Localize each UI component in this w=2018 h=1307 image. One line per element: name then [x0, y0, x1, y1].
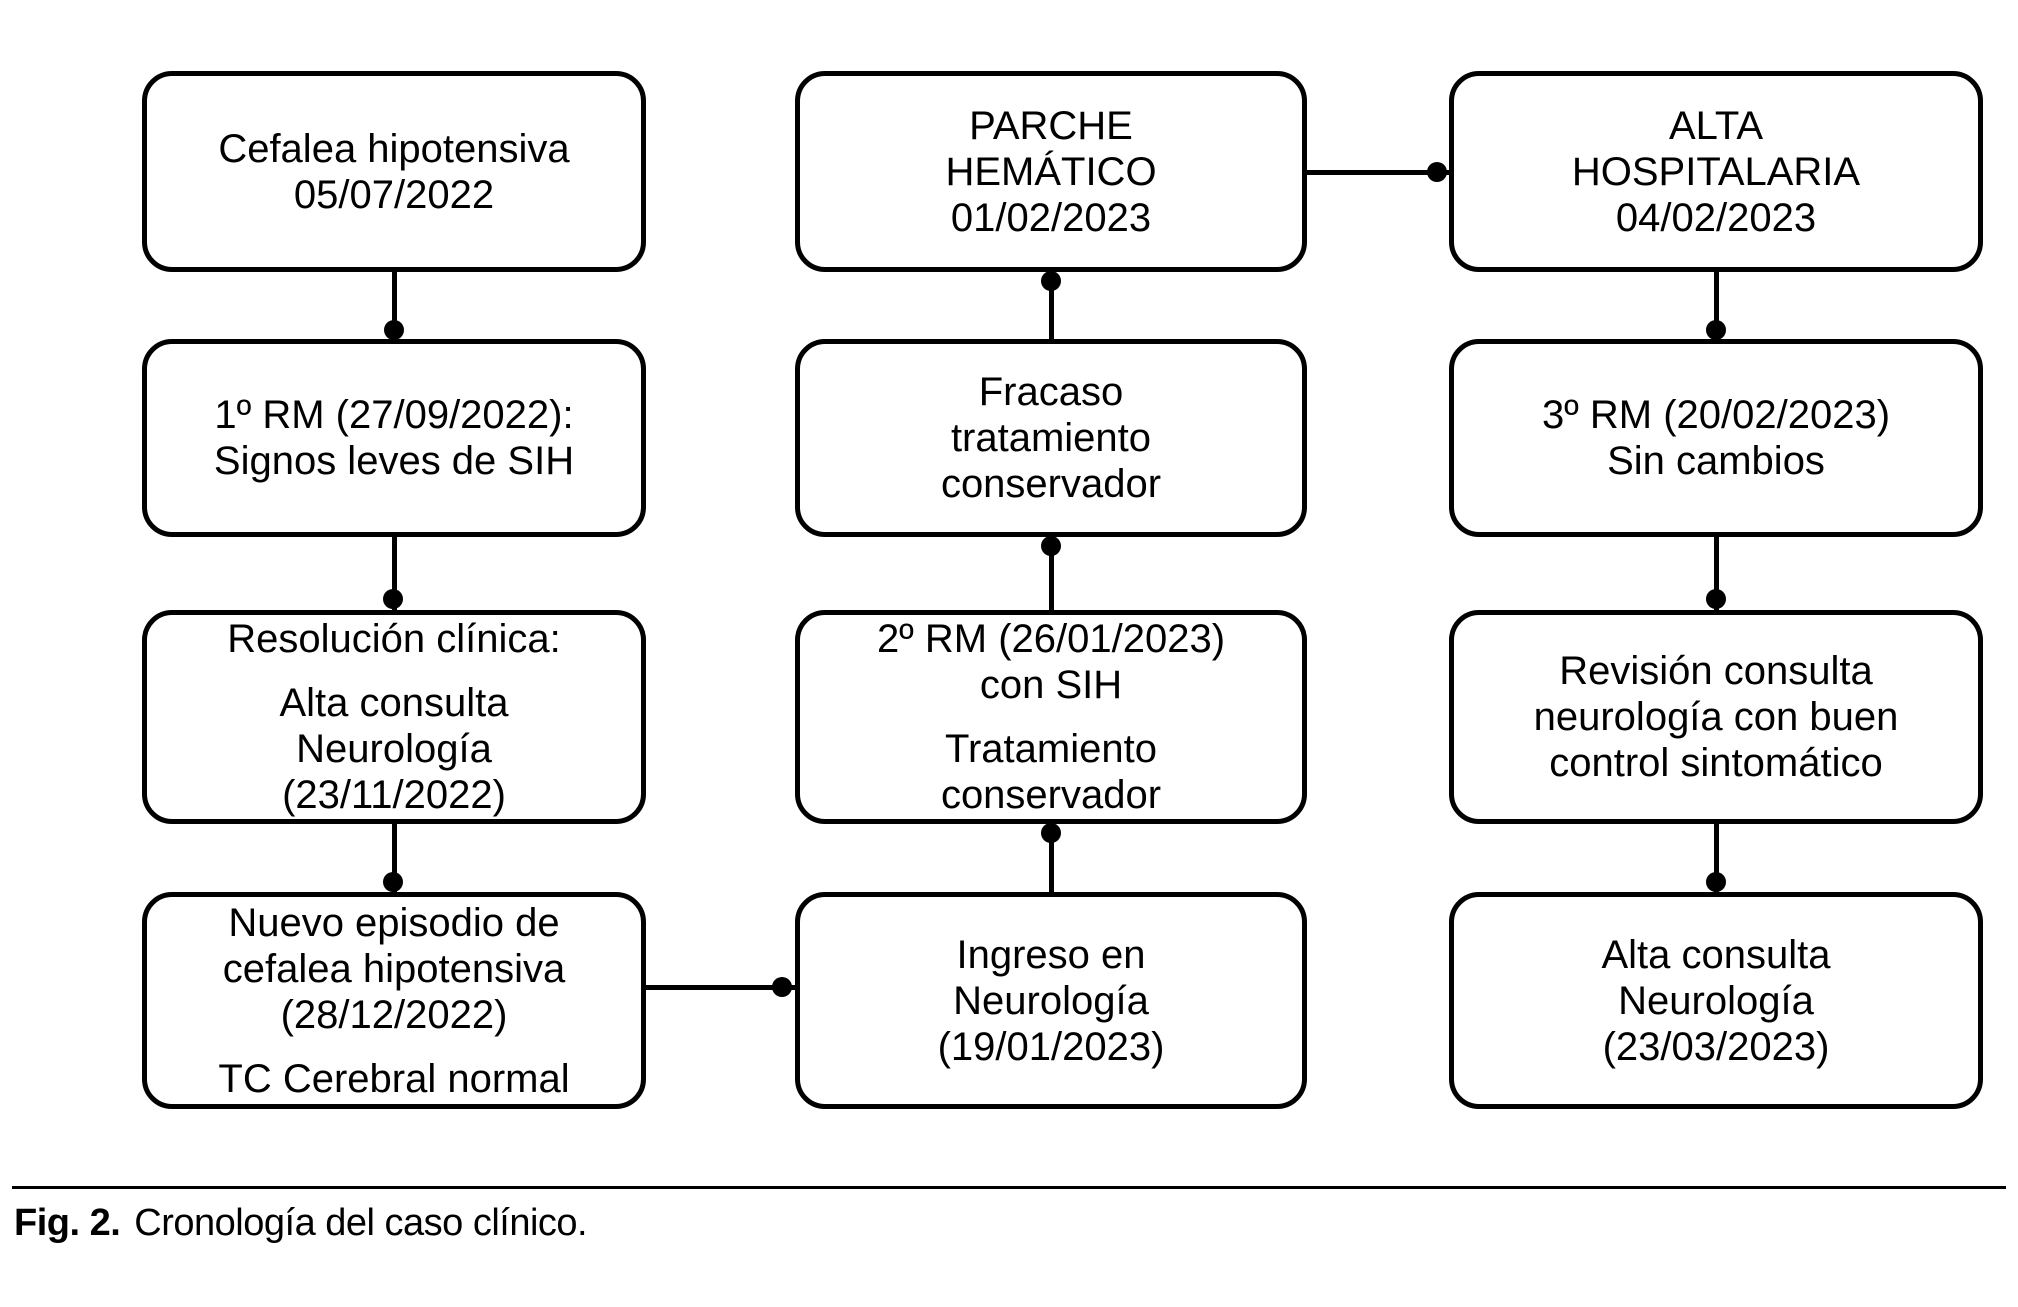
figure-caption-label: Fig. 2. — [14, 1202, 121, 1244]
dot-rm3-revision — [1706, 589, 1726, 609]
dot-ingreso-rm2 — [1041, 823, 1061, 843]
node-alta-consulta-text: Alta consulta Neurología (23/03/2023) — [1601, 932, 1831, 1069]
line-alta-hospitalaria-rm3 — [1714, 270, 1719, 340]
node-revision-consulta-text: Revisión consulta neurología con buen co… — [1533, 649, 1899, 785]
line-ingreso-rm2 — [1049, 822, 1054, 893]
node-alta-hospitalaria-text: ALTA HOSPITALARIA 04/02/2023 — [1571, 103, 1861, 240]
node-segunda-rm: 2º RM (26/01/2023) con SIH Tratamiento c… — [795, 610, 1307, 824]
dot-alta-hospitalaria-rm3 — [1706, 320, 1726, 340]
node-primera-rm: 1º RM (27/09/2022): Signos leves de SIH — [142, 339, 646, 537]
dot-rm2-fracaso — [1041, 536, 1061, 556]
node-nuevo-episodio-text-1: Nuevo episodio de cefalea hipotensiva (2… — [222, 900, 566, 1037]
node-fracaso-tratamiento: Fracaso tratamiento conservador — [795, 339, 1307, 537]
node-resolucion-clinica-text-2: Alta consulta Neurología (23/11/2022) — [279, 681, 509, 817]
line-resolucion-nuevo-episodio — [392, 822, 397, 893]
node-resolucion-clinica: Resolución clínica: Alta consulta Neurol… — [142, 610, 646, 824]
node-cefalea-hipotensiva: Cefalea hipotensiva 05/07/2022 — [142, 71, 646, 272]
node-alta-hospitalaria: ALTA HOSPITALARIA 04/02/2023 — [1449, 71, 1983, 272]
dot-cefalea-rm1 — [384, 320, 404, 340]
figure-caption-text: Cronología del caso clínico. — [134, 1202, 588, 1244]
node-ingreso-neurologia: Ingreso en Neurología (19/01/2023) — [795, 892, 1307, 1109]
line-revision-alta-consulta — [1714, 822, 1719, 893]
node-parche-hematico: PARCHE HEMÁTICO 01/02/2023 — [795, 71, 1307, 272]
node-alta-consulta: Alta consulta Neurología (23/03/2023) — [1449, 892, 1983, 1109]
node-resolucion-clinica-text-1: Resolución clínica: — [227, 617, 561, 661]
node-segunda-rm-text-1: 2º RM (26/01/2023) con SIH — [876, 617, 1226, 707]
line-rm3-revision — [1714, 535, 1719, 611]
dot-fracaso-parche — [1041, 271, 1061, 291]
line-rm2-fracaso — [1049, 535, 1054, 611]
node-parche-hematico-text: PARCHE HEMÁTICO 01/02/2023 — [945, 103, 1157, 240]
node-revision-consulta: Revisión consulta neurología con buen co… — [1449, 610, 1983, 824]
node-fracaso-tratamiento-text: Fracaso tratamiento conservador — [940, 370, 1162, 506]
line-fracaso-parche — [1049, 270, 1054, 340]
figure-caption: Fig. 2. Cronología del caso clínico. — [14, 1202, 588, 1245]
node-nuevo-episodio-text-2: TC Cerebral normal — [218, 1056, 570, 1101]
caption-divider — [12, 1186, 2006, 1189]
node-ingreso-neurologia-text: Ingreso en Neurología (19/01/2023) — [937, 932, 1165, 1069]
line-cefalea-rm1 — [392, 270, 397, 340]
dot-parche-alta-hospitalaria — [1427, 162, 1447, 182]
node-nuevo-episodio: Nuevo episodio de cefalea hipotensiva (2… — [142, 892, 646, 1109]
dot-resolucion-nuevo-episodio — [383, 872, 403, 892]
dot-rm1-resolucion — [383, 589, 403, 609]
line-nuevo-episodio-ingreso — [644, 985, 795, 990]
node-primera-rm-text: 1º RM (27/09/2022): Signos leves de SIH — [213, 393, 575, 483]
node-segunda-rm-text-2: Tratamiento conservador — [940, 727, 1162, 817]
dot-nuevo-episodio-ingreso — [772, 977, 792, 997]
line-parche-alta-hospitalaria — [1307, 170, 1449, 175]
node-tercera-rm-text: 3º RM (20/02/2023) Sin cambios — [1541, 393, 1891, 483]
line-rm1-resolucion — [392, 535, 397, 611]
node-tercera-rm: 3º RM (20/02/2023) Sin cambios — [1449, 339, 1983, 537]
node-cefalea-hipotensiva-text: Cefalea hipotensiva 05/07/2022 — [218, 126, 570, 217]
dot-revision-alta-consulta — [1706, 872, 1726, 892]
